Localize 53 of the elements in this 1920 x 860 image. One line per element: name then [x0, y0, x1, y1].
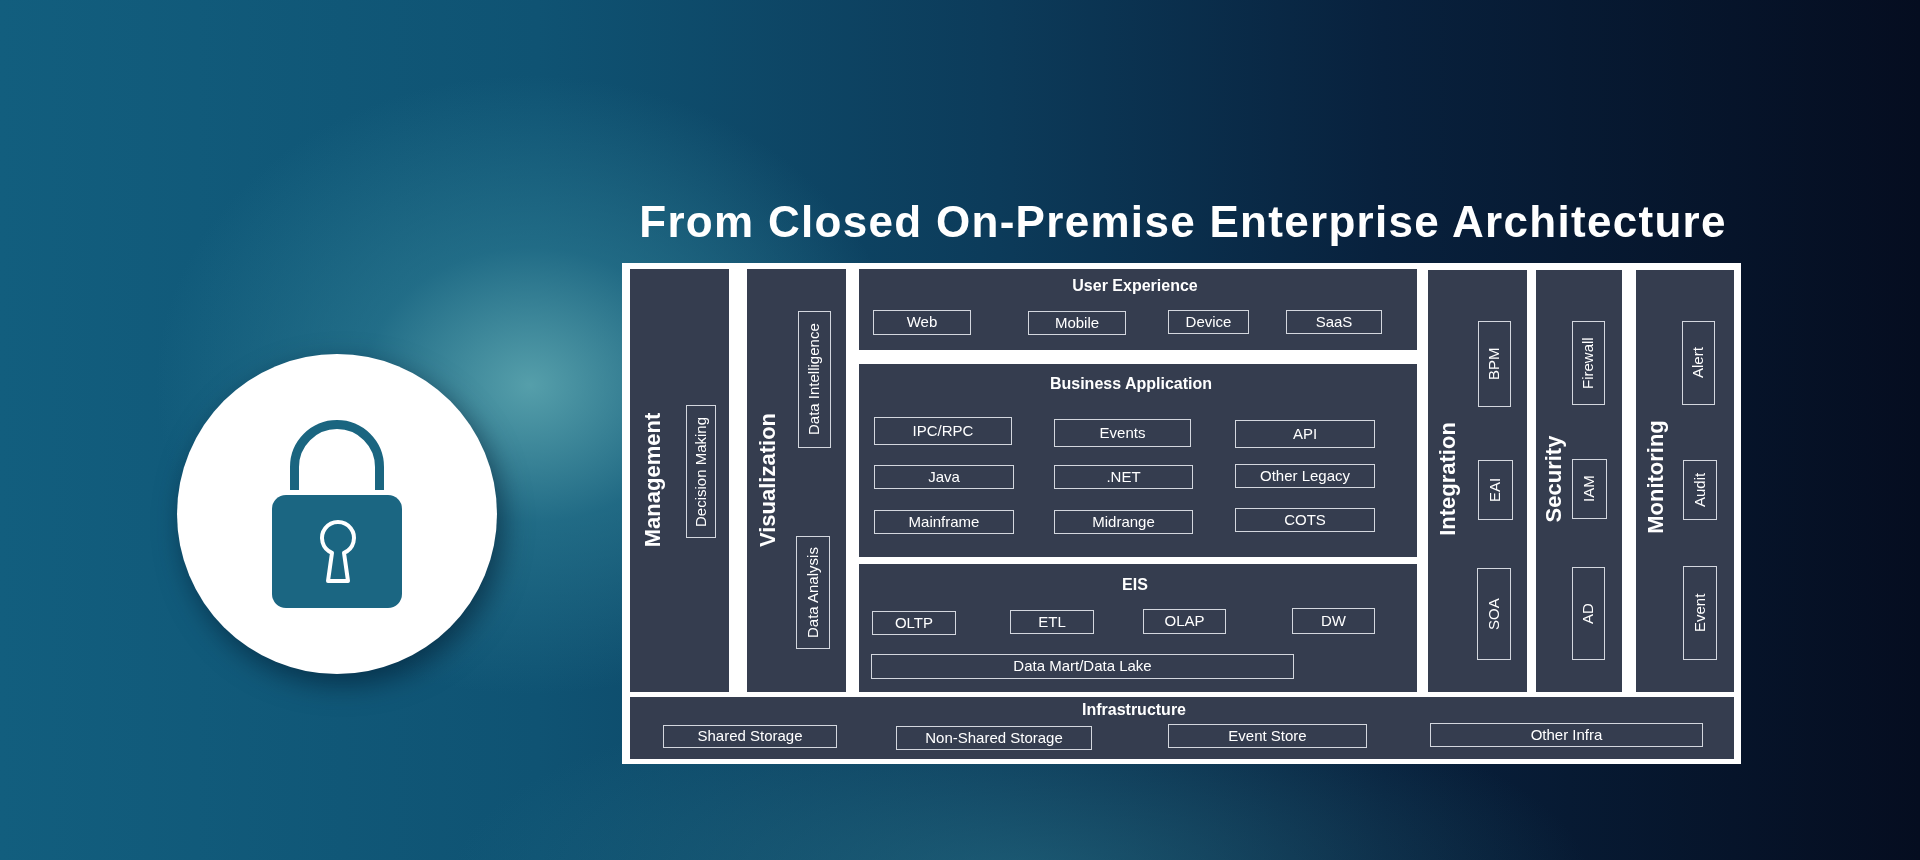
layer-panel: [1428, 270, 1527, 692]
component-item: IPC/RPC: [874, 417, 1012, 445]
layer-heading: Infrastructure: [1082, 701, 1186, 719]
layer-panel: [630, 269, 729, 692]
component-item: Decision Making: [686, 405, 716, 538]
component-item: Alert: [1682, 321, 1715, 405]
layer-heading: Business Application: [1049, 375, 1213, 393]
component-item: Data Mart/Data Lake: [871, 654, 1294, 679]
component-item: Event: [1683, 566, 1717, 660]
layer-panel: [630, 697, 1734, 759]
diagram-title: From Closed On-Premise Enterprise Architecture: [639, 196, 1727, 248]
component-item: Java: [874, 465, 1014, 489]
layer-panel: [747, 269, 846, 692]
component-item: Shared Storage: [663, 725, 837, 748]
layer-heading: Management: [640, 412, 666, 548]
component-item: Midrange: [1054, 510, 1193, 534]
layer-heading: Monitoring: [1643, 420, 1669, 534]
component-item: OLTP: [872, 611, 956, 635]
component-item: .NET: [1054, 465, 1193, 489]
component-item: DW: [1292, 608, 1375, 634]
component-item: Device: [1168, 310, 1249, 334]
component-item: Web: [873, 310, 971, 335]
component-item: Data Analysis: [796, 536, 830, 649]
layer-panel: [1636, 270, 1734, 692]
layer-panel: [859, 564, 1417, 692]
layer-heading: User Experience: [1072, 277, 1198, 295]
component-item: COTS: [1235, 508, 1375, 532]
component-item: IAM: [1572, 459, 1607, 519]
component-item: Events: [1054, 419, 1191, 447]
component-item: SaaS: [1286, 310, 1382, 334]
layer-heading: Security: [1541, 435, 1567, 523]
component-item: Audit: [1683, 460, 1717, 520]
layer-heading: Integration: [1435, 422, 1461, 536]
layer-heading: Visualization: [755, 412, 781, 548]
component-item: Event Store: [1168, 724, 1367, 748]
component-item: Non-Shared Storage: [896, 726, 1092, 750]
component-item: SOA: [1477, 568, 1511, 660]
layer-panel: [859, 364, 1417, 557]
component-item: Other Infra: [1430, 723, 1703, 747]
component-item: ETL: [1010, 610, 1094, 634]
component-item: EAI: [1478, 460, 1513, 520]
component-item: Other Legacy: [1235, 464, 1375, 488]
layer-panel: [859, 269, 1417, 350]
component-item: AD: [1572, 567, 1605, 660]
layer-heading: EIS: [1122, 576, 1148, 594]
component-item: API: [1235, 420, 1375, 448]
layer-panel: [1536, 270, 1622, 692]
component-item: Firewall: [1572, 321, 1605, 405]
component-item: Mainframe: [874, 510, 1014, 534]
component-item: Data Intelligence: [798, 311, 831, 448]
component-item: BPM: [1478, 321, 1511, 407]
component-item: Mobile: [1028, 311, 1126, 335]
component-item: OLAP: [1143, 609, 1226, 634]
